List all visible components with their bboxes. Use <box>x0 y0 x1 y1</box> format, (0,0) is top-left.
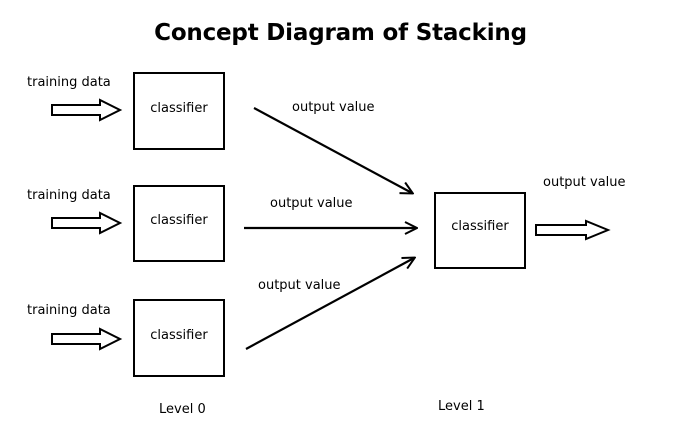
final-output-arrow <box>535 219 611 241</box>
level-0-label: Level 0 <box>159 402 206 417</box>
meta-classifier-box <box>434 192 526 269</box>
edge-arrow-3 <box>245 258 414 350</box>
classifier-box-1 <box>133 72 225 150</box>
final-output-label: output value <box>543 175 626 190</box>
input-arrow-2 <box>51 211 123 235</box>
classifier-box-3 <box>133 299 225 377</box>
input-arrow-3 <box>51 327 123 351</box>
meta-classifier-label: classifier <box>451 219 509 234</box>
input-label-3: training data <box>27 303 111 318</box>
classifier-box-2 <box>133 185 225 262</box>
edge-label-2: output value <box>270 196 353 211</box>
level-1-label: Level 1 <box>438 399 485 414</box>
edge-arrow-1 <box>253 107 412 193</box>
input-label-1: training data <box>27 75 111 90</box>
input-label-2: training data <box>27 188 111 203</box>
classifier-label-3: classifier <box>150 328 208 343</box>
edge-label-3: output value <box>258 278 341 293</box>
input-arrow-1 <box>51 98 123 122</box>
classifier-label-2: classifier <box>150 213 208 228</box>
edge-label-1: output value <box>292 100 375 115</box>
diagram-title: Concept Diagram of Stacking <box>154 20 527 46</box>
classifier-label-1: classifier <box>150 101 208 116</box>
